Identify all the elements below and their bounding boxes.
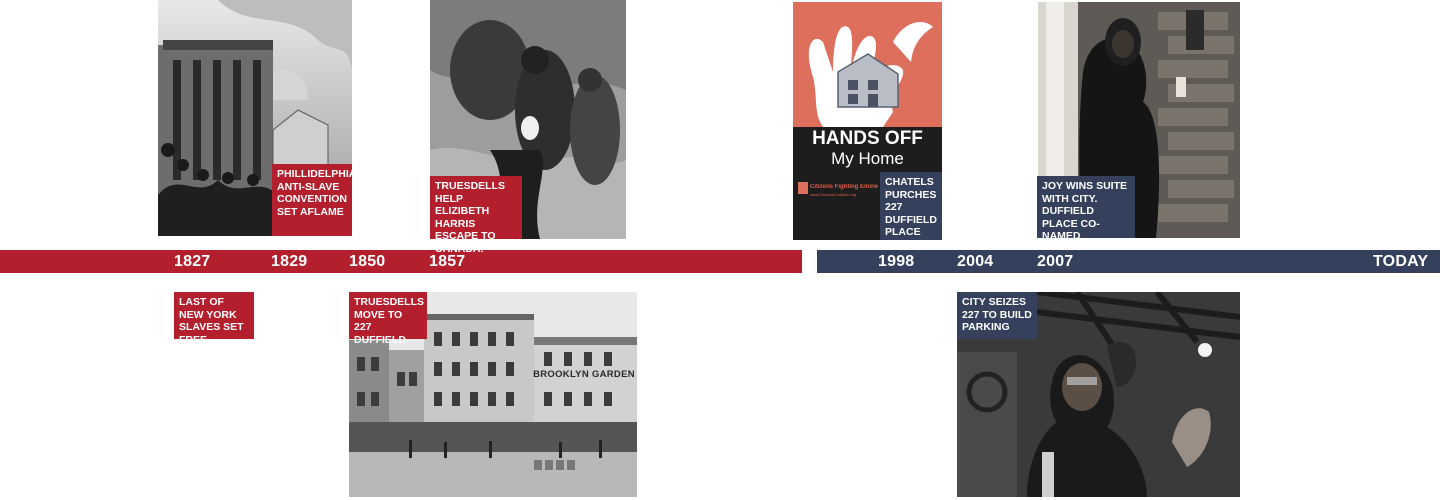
- year-label-today: TODAY: [1373, 253, 1429, 270]
- year-label-1827: 1827: [174, 253, 211, 270]
- poster-subline: My Home: [831, 149, 904, 168]
- poster-org: Citizens Fighting Emine: [810, 184, 879, 190]
- caption-2004: CITY SEIZES 227 TO BUILD PARKING: [957, 292, 1037, 339]
- caption-1827: LAST OF NEW YORK SLAVES SET FREE: [174, 292, 254, 346]
- poster-url: www.CitizensCoalition.org: [810, 192, 857, 197]
- timeline-bar-past: [0, 250, 802, 273]
- year-label-1857: 1857: [429, 253, 466, 270]
- caption-1857: TRUESDELLS HELP ELIZIBETH HARRIS ESCAPE …: [430, 176, 522, 255]
- year-label-2007: 2007: [1037, 253, 1074, 270]
- street-sign: BROOKLYN GARDEN: [533, 369, 635, 380]
- year-label-1850: 1850: [349, 253, 386, 270]
- photo-basement: [957, 292, 1240, 497]
- caption-1850: TRUESDELLS MOVE TO 227 DUFFIELD: [349, 292, 427, 346]
- year-label-1829: 1829: [271, 253, 308, 270]
- caption-2007: JOY WINS SUITE WITH CITY. DUFFIELD PLACE…: [1037, 176, 1135, 242]
- caption-1998: CHATELS PURCHES 227 DUFFIELD PLACE: [880, 172, 942, 240]
- timeline-bar-present: [817, 250, 1440, 273]
- poster-headline: HANDS OFF: [812, 128, 923, 149]
- caption-1829: PHILLIDELPHIA ANTI-SLAVE CONVENTION SET …: [272, 164, 356, 236]
- year-label-2004: 2004: [957, 253, 994, 270]
- year-label-1998: 1998: [878, 253, 915, 270]
